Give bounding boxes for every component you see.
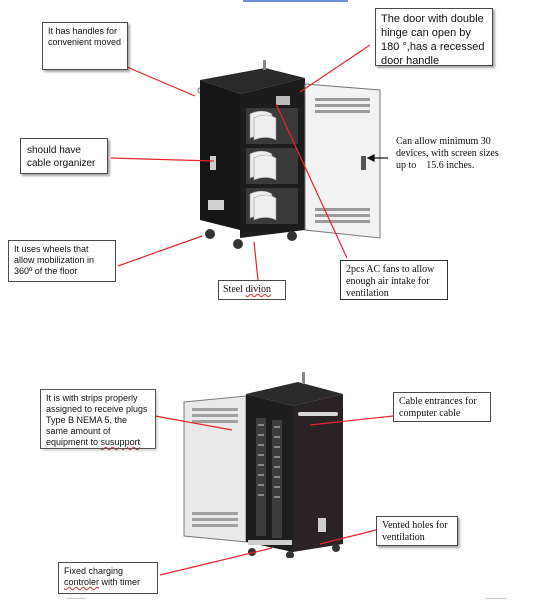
cabinet-front-photo: [180, 60, 385, 260]
callout-steel-division: Steel divion: [218, 280, 286, 300]
top-accent-bar: [243, 0, 348, 2]
footer-right-mark: [486, 598, 506, 599]
callout-cable-organizer: should have cable organizer: [20, 138, 108, 174]
fixed-text-2: with timer: [99, 577, 141, 587]
callout-handles: It has handles for convenient moved: [42, 22, 128, 70]
callout-wheels: It uses wheels that allow mobilization i…: [8, 240, 116, 282]
footer-left-mark: [66, 598, 86, 599]
strips-text: It is with strips properly assigned to r…: [46, 393, 148, 447]
callout-cable-entrances: Cable entrances for computer cable: [393, 392, 491, 422]
callout-ac-fans: 2pcs AC fans to allow enough air intake …: [340, 260, 448, 300]
fixed-misspelled: controler: [64, 577, 100, 587]
callout-devices-capacity: Can allow minimum 30 devices, with scree…: [391, 133, 509, 175]
strips-misspelled: susupport: [100, 437, 141, 447]
callout-door-hinge: The door with double hinge can open by 1…: [375, 8, 493, 67]
callout-power-strips: It is with strips properly assigned to r…: [40, 389, 156, 449]
cabinet-rear-photo: [178, 372, 350, 558]
callout-vented-holes: Vented holes for ventilation: [376, 516, 458, 546]
steel-label-text: Steel: [223, 284, 246, 295]
callout-charging-controller: Fixed charging controler with timer: [58, 562, 158, 594]
steel-label-misspelled: divion: [245, 284, 272, 295]
fixed-text-1: Fixed charging: [64, 566, 124, 576]
